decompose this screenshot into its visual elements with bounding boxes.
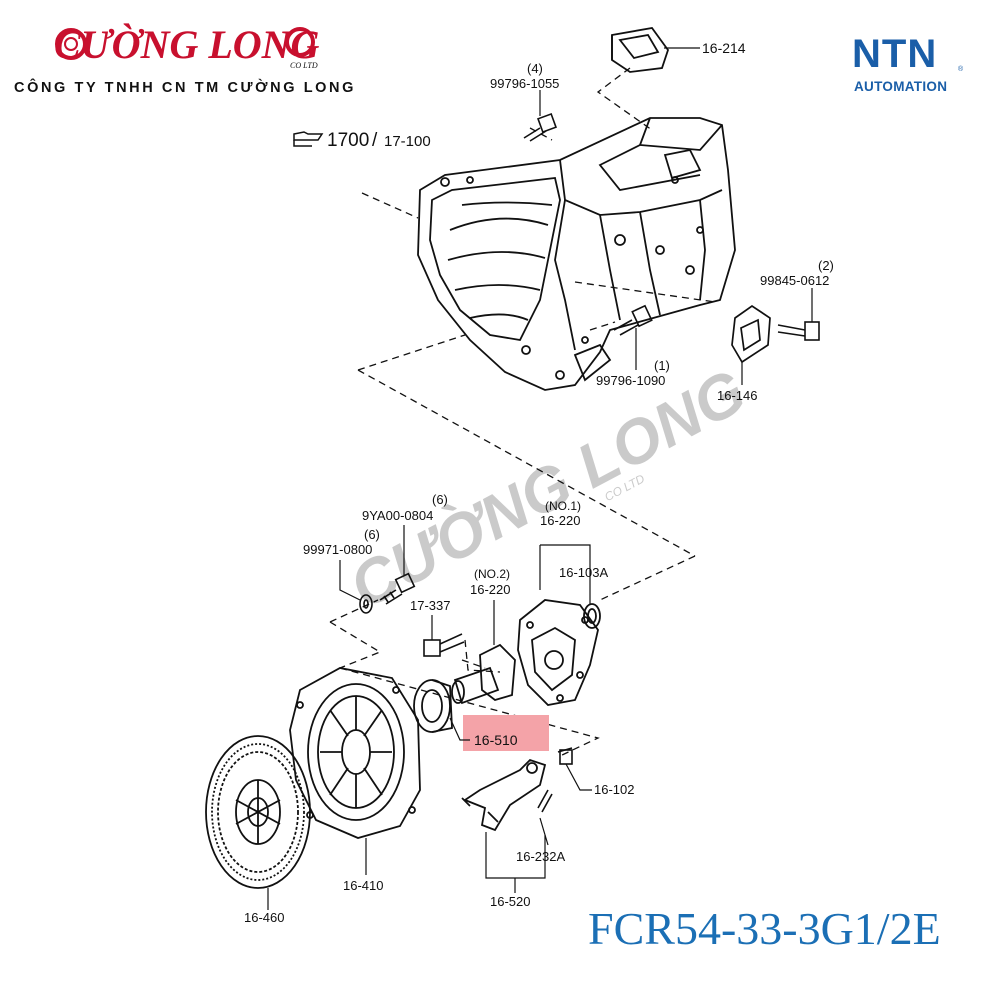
label-99796-1055: 99796-1055: [490, 76, 559, 91]
label-16-103a: 16-103A: [559, 565, 608, 580]
company-name: CÔNG TY TNHH CN TM CƯỜNG LONG: [14, 80, 356, 96]
label-9ya00-0804: 9YA00-0804: [362, 508, 433, 523]
callout-labels: 1700 / 17-100 16-214 (4) 99796-1055 (2) …: [244, 40, 834, 925]
label-99971-0800: 99971-0800: [303, 542, 372, 557]
label-16-520: 16-520: [490, 894, 530, 909]
release-fork: [461, 758, 547, 832]
release-bearing: [413, 679, 453, 733]
spring-16-232a: [537, 789, 553, 813]
bearing-guide-sleeve: [451, 643, 516, 705]
label-17-337: 17-337: [410, 598, 450, 613]
bolt-17-337: [423, 633, 465, 657]
clutch-pressure-plate: [289, 667, 421, 839]
label-99796-1090: 99796-1090: [596, 373, 665, 388]
ntn-logo: NTN: [852, 32, 938, 76]
label-16-146: 16-146: [717, 388, 757, 403]
highlight-16-510: [463, 715, 549, 751]
watermark-text: CƯỜNG LONG: [339, 357, 756, 623]
label-16-510: 16-510: [474, 732, 518, 748]
oil-seal: [583, 603, 601, 629]
pointing-hand-icon: [293, 131, 324, 147]
label-slash: /: [372, 130, 378, 151]
clutch-disc: [205, 735, 311, 889]
label-16-232a: 16-232A: [516, 849, 565, 864]
label-qty-6a: (6): [432, 492, 448, 507]
label-16-220-no1: 16-220: [540, 513, 580, 528]
label-no2: (NO.2): [474, 567, 510, 581]
ntn-automation: AUTOMATION: [854, 79, 948, 94]
label-qty-6b: (6): [364, 527, 380, 542]
exploded-guide-lines: [329, 67, 716, 757]
bolt-99796-1090: [613, 304, 653, 336]
cuong-long-logo: CƯỜNG LONG CO LTD: [54, 22, 320, 70]
model-code: FCR54-33-3G1/2E: [588, 903, 941, 954]
dust-cover: [731, 304, 771, 364]
bolt-99796-1055: [523, 113, 557, 142]
label-16-220-no2: 16-220: [470, 582, 510, 597]
label-qty-4: (4): [527, 61, 543, 76]
watermark: CƯỜNG LONG CO LTD: [339, 357, 756, 623]
label-99845-0612: 99845-0612: [760, 273, 829, 288]
bolt-9ya00-0804: [379, 572, 416, 605]
clutch-release-housing: [517, 599, 599, 706]
label-17-100: 17-100: [384, 133, 431, 150]
registered-mark: ®: [958, 66, 964, 73]
bolt-99845-0612: [777, 321, 820, 341]
pivot-pin-16-102: [557, 747, 573, 765]
label-16-460: 16-460: [244, 910, 284, 925]
transmission-case: [417, 117, 736, 391]
label-qty-2: (2): [818, 258, 834, 273]
rubber-boot: [611, 27, 670, 73]
label-16-102: 16-102: [594, 782, 634, 797]
label-16-214: 16-214: [702, 40, 746, 56]
label-no1: (NO.1): [545, 499, 581, 513]
logo-text: CƯỜNG LONG: [54, 22, 320, 67]
label-16-410: 16-410: [343, 878, 383, 893]
bearing-logo-icon: [55, 27, 315, 60]
logo-sub: CO LTD: [290, 61, 318, 70]
label-qty-1: (1): [654, 358, 670, 373]
washer-99971-0800: [359, 594, 373, 614]
label-1700: 1700: [327, 130, 369, 151]
